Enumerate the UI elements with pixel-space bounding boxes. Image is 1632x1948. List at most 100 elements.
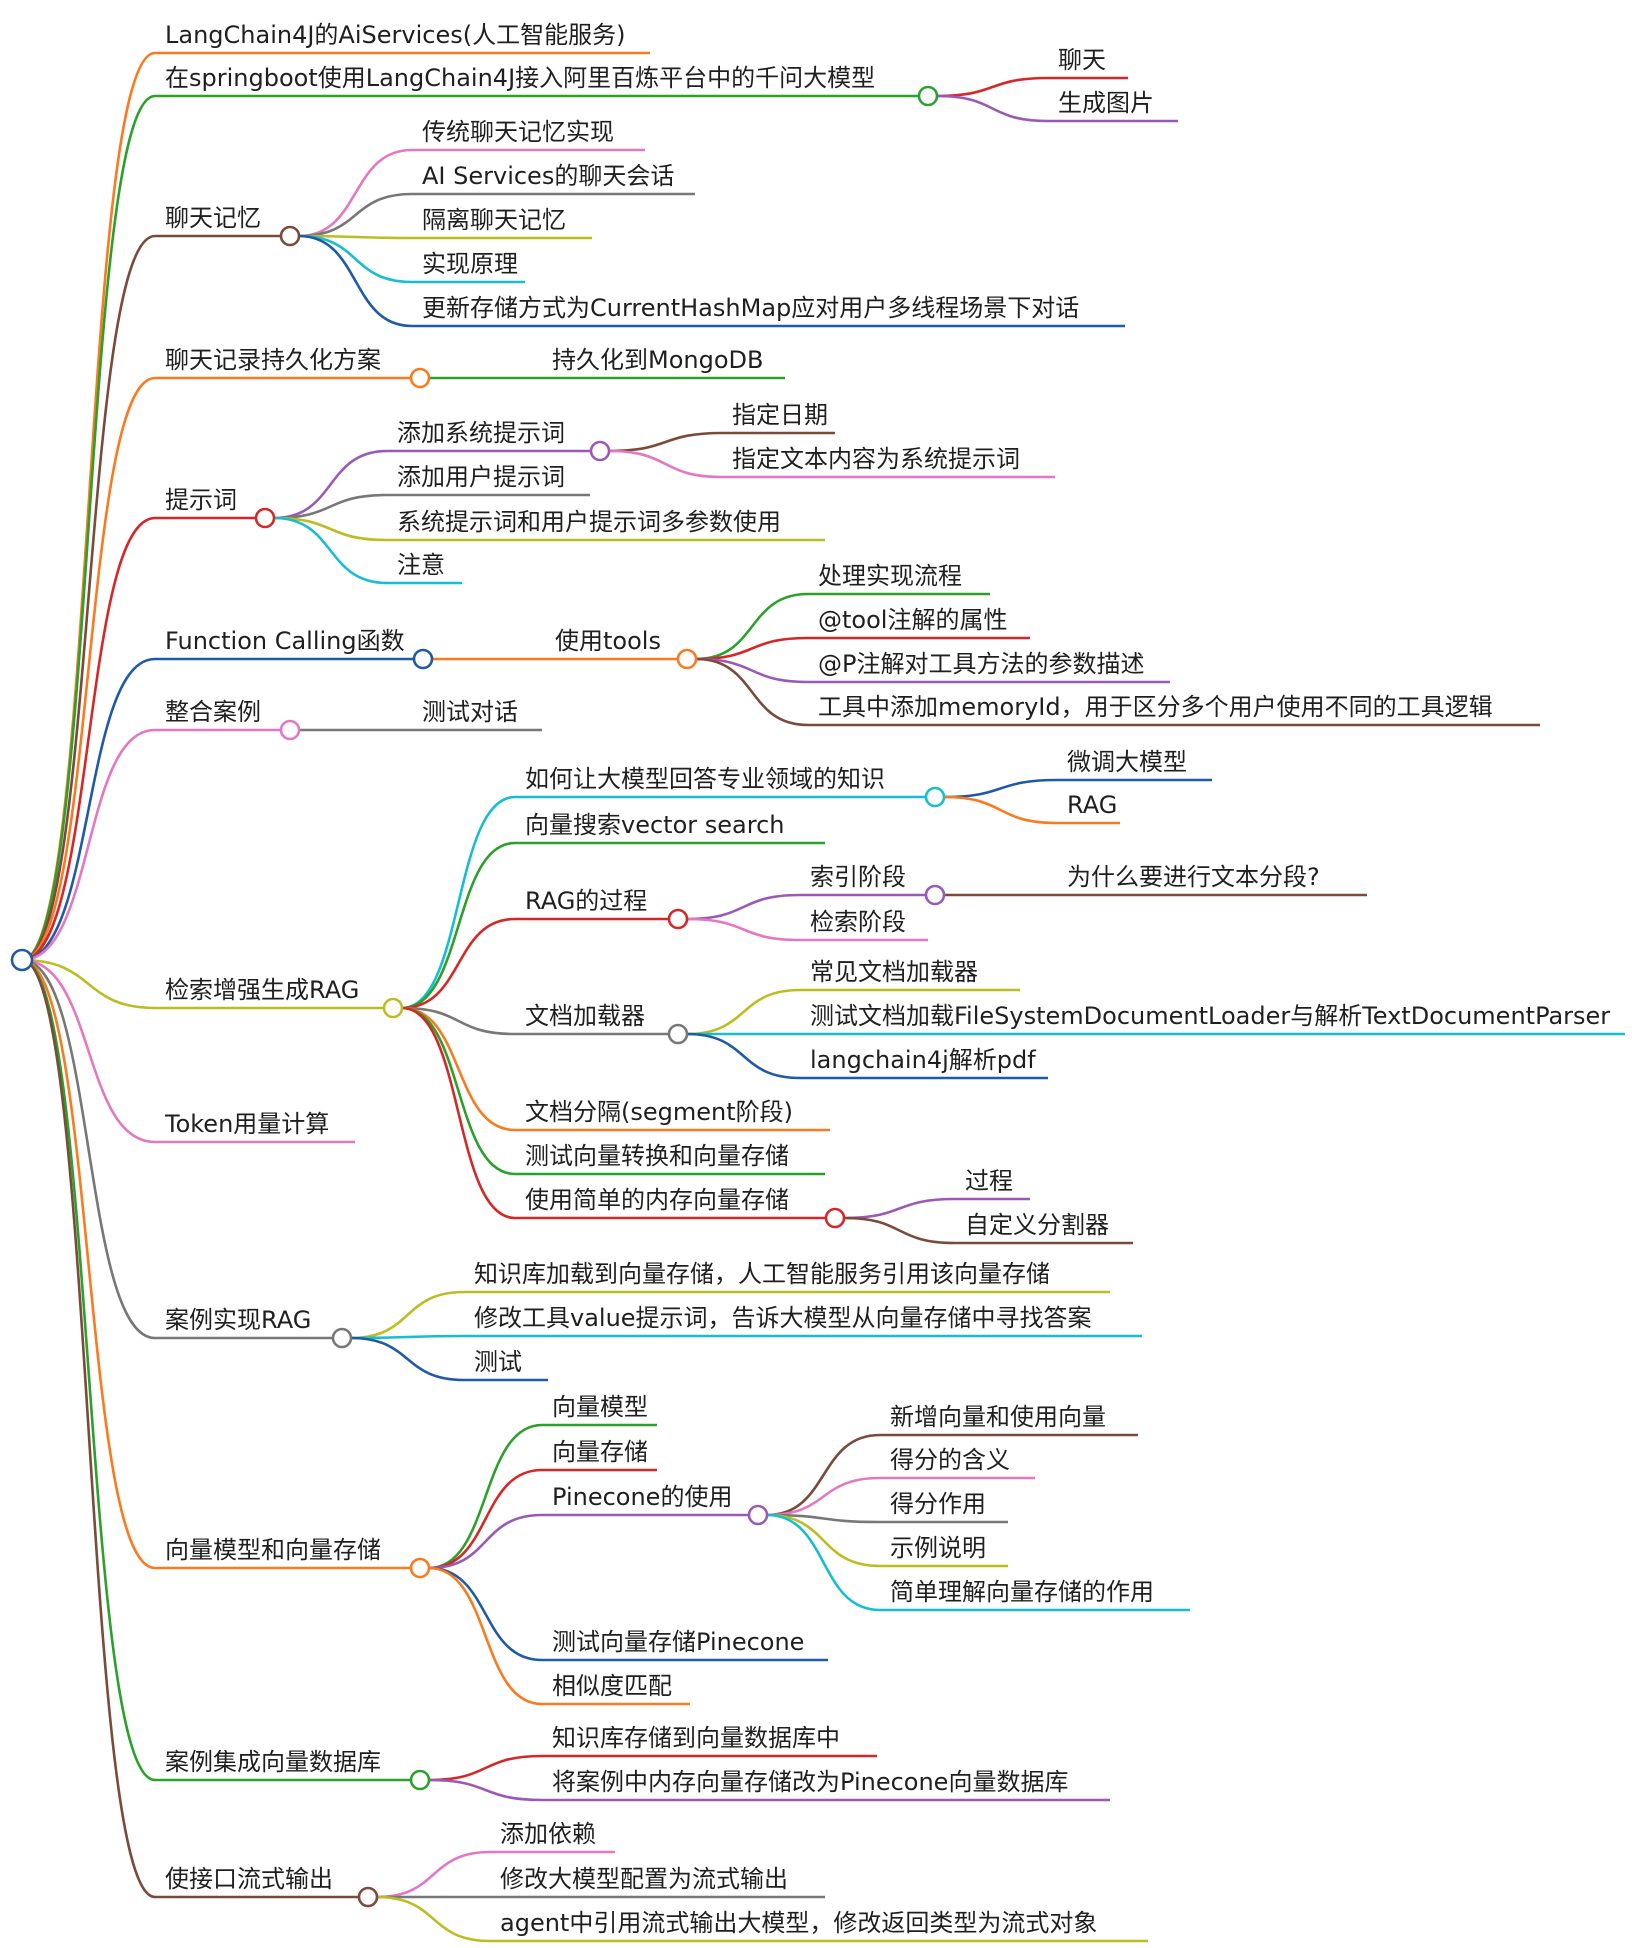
node-label-11-0: 知识库存储到向量数据库中 [552, 1724, 840, 1752]
node-label-9-0: 知识库加载到向量存储，人工智能服务引用该向量存储 [474, 1260, 1050, 1288]
connector-7 [21, 958, 156, 1010]
node-label-2-4: 更新存储方式为CurrentHashMap应对用户多线程场景下对话 [422, 294, 1079, 322]
node-label-11-1: 将案例中内存向量存储改为Pinecone向量数据库 [552, 1768, 1068, 1796]
node-label-7-2-0: 索引阶段 [810, 863, 906, 891]
node-label-10: 向量模型和向量存储 [165, 1536, 381, 1564]
node-collapse-toggle-7[interactable] [382, 997, 404, 1019]
connector-0 [21, 51, 156, 962]
node-label-7-6-0: 过程 [965, 1167, 1013, 1195]
connector-10-4 [428, 1566, 543, 1706]
node-label-10-2-2: 得分作用 [890, 1490, 986, 1518]
node-label-1-1: 生成图片 [1058, 89, 1154, 117]
connector-7-2-0 [686, 893, 801, 921]
node-label-4-2: 系统提示词和用户提示词多参数使用 [397, 508, 781, 536]
connector-4-2 [273, 516, 388, 542]
node-collapse-toggle-7-2[interactable] [667, 908, 689, 930]
node-label-10-2-1: 得分的含义 [890, 1446, 1010, 1474]
node-label-12: 使接口流式输出 [165, 1865, 333, 1893]
node-collapse-toggle-10-2[interactable] [747, 1504, 769, 1526]
node-label-4-0-0: 指定日期 [732, 401, 828, 429]
node-label-4-1: 添加用户提示词 [397, 463, 565, 491]
connector-5-0-3 [695, 657, 809, 727]
underline-layer [155, 51, 1625, 1943]
connector-7-6-1 [843, 1216, 956, 1245]
connector-12 [21, 958, 156, 1899]
node-label-2-3: 实现原理 [422, 250, 518, 278]
connector-12-2 [376, 1895, 491, 1943]
connector-4-0 [273, 449, 388, 520]
node-collapse-toggle-7-0[interactable] [924, 786, 946, 808]
connector-12-0 [376, 1850, 491, 1899]
connector-4-0-0 [608, 431, 723, 453]
node-label-9: 案例实现RAG [165, 1306, 311, 1334]
node-collapse-toggle-6[interactable] [279, 719, 301, 741]
connector-10-2-2 [766, 1513, 881, 1524]
node-label-7-0: 如何让大模型回答专业领域的知识 [525, 765, 885, 793]
connector-10-2-4 [766, 1513, 881, 1612]
node-collapse-toggle-5-0[interactable] [676, 648, 698, 670]
node-label-10-4: 相似度匹配 [552, 1672, 672, 1700]
connector-9-2 [350, 1336, 465, 1382]
node-collapse-toggle-1[interactable] [917, 85, 939, 107]
node-label-8: Token用量计算 [164, 1110, 329, 1138]
connector-5-0-1 [695, 636, 809, 661]
connector-3 [21, 376, 156, 962]
connector-1 [21, 94, 156, 962]
node-label-1: 在springboot使用LangChain4J接入阿里百炼平台中的千问大模型 [165, 64, 875, 92]
node-label-10-2-4: 简单理解向量存储的作用 [890, 1578, 1154, 1606]
node-label-7-6: 使用简单的内存向量存储 [525, 1186, 789, 1214]
connector-7-3 [401, 1006, 516, 1036]
node-collapse-toggle-2[interactable] [279, 225, 301, 247]
node-label-10-1: 向量存储 [552, 1438, 648, 1466]
node-label-9-2: 测试 [474, 1348, 522, 1376]
connector-7-0-0 [943, 778, 1058, 799]
node-label-10-2: Pinecone的使用 [552, 1483, 732, 1511]
node-collapse-toggle-7-6[interactable] [824, 1207, 846, 1229]
node-label-5-0: 使用tools [555, 627, 661, 655]
connector-7-0-1 [943, 795, 1058, 825]
node-collapse-toggle-5[interactable] [412, 648, 434, 670]
connector-7-1 [401, 841, 516, 1010]
node-label-7: 检索增强生成RAG [165, 976, 359, 1004]
node-label-3: 聊天记录持久化方案 [165, 346, 381, 374]
node-circle-layer [10, 85, 946, 1908]
node-collapse-toggle-7-3[interactable] [667, 1023, 689, 1045]
connector-10 [21, 958, 156, 1570]
node-collapse-toggle-11[interactable] [409, 1769, 431, 1791]
connector-10-1 [428, 1468, 543, 1570]
connector-10-2 [428, 1513, 543, 1570]
node-label-5-0-2: @P注解对工具方法的参数描述 [818, 650, 1144, 678]
connector-4-1 [273, 493, 388, 520]
connector-7-6 [401, 1006, 516, 1220]
node-collapse-toggle-4-0[interactable] [589, 440, 611, 462]
node-collapse-toggle-4[interactable] [254, 507, 276, 529]
node-label-9-1: 修改工具value提示词，告诉大模型从向量存储中寻找答案 [474, 1304, 1092, 1332]
root-node[interactable] [10, 948, 34, 972]
connector-9-0 [350, 1290, 465, 1340]
node-label-7-3-2: langchain4j解析pdf [810, 1046, 1036, 1074]
node-label-7-5: 测试向量转换和向量存储 [525, 1142, 789, 1170]
node-collapse-toggle-9[interactable] [331, 1327, 353, 1349]
connector-7-2 [401, 917, 516, 1010]
node-label-6-0: 测试对话 [422, 698, 518, 726]
node-collapse-toggle-12[interactable] [357, 1886, 379, 1908]
node-label-7-3: 文档加载器 [525, 1002, 645, 1030]
connector-4-3 [273, 516, 388, 585]
node-label-7-1: 向量搜索vector search [525, 811, 784, 839]
connector-7-6-0 [843, 1197, 956, 1220]
connector-2-2 [298, 234, 413, 240]
node-label-6: 整合案例 [165, 698, 261, 726]
node-collapse-toggle-3[interactable] [409, 367, 431, 389]
node-label-12-0: 添加依赖 [500, 1820, 596, 1848]
node-label-7-2-1: 检索阶段 [810, 908, 906, 936]
connector-10-2-0 [766, 1433, 881, 1517]
node-label-5-0-1: @tool注解的属性 [818, 606, 1007, 634]
node-label-7-0-1: RAG [1067, 791, 1117, 819]
connector-9 [21, 958, 156, 1340]
node-label-2-1: AI Services的聊天会话 [422, 162, 674, 190]
node-collapse-toggle-7-2-0[interactable] [924, 884, 946, 906]
node-label-5-0-0: 处理实现流程 [818, 562, 962, 590]
connector-2-1 [298, 192, 413, 238]
node-collapse-toggle-10[interactable] [409, 1557, 431, 1579]
